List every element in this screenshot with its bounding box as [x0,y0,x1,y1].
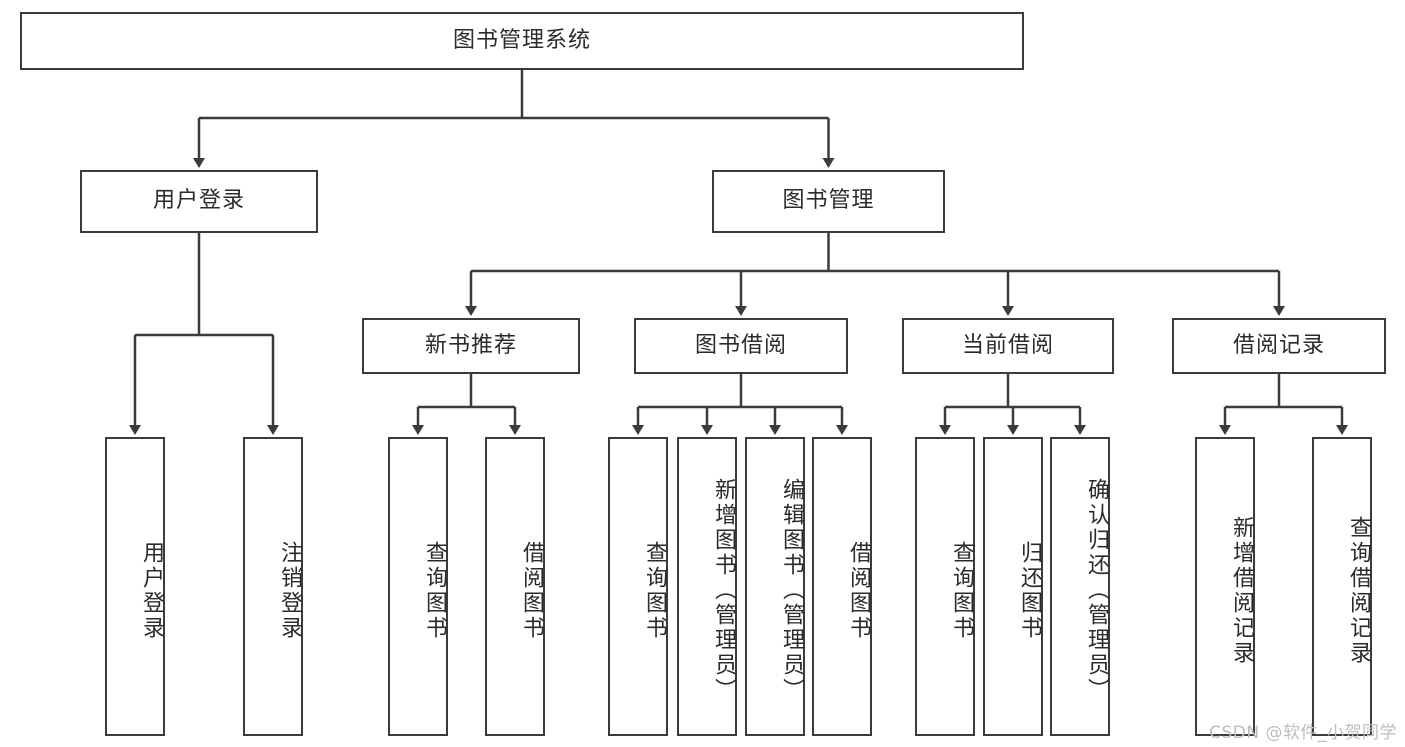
node-label: 借阅图书 [519,540,544,641]
node-leaf-query-book-borrow[interactable]: 查询图书 [608,437,668,736]
watermark-text: CSDN @软件_小贺同学 [1209,723,1397,743]
node-leaf-add-record[interactable]: 新增借阅记录 [1195,437,1255,736]
node-label: 确认归还（管理员） [1084,478,1109,703]
node-current-borrow[interactable]: 当前借阅 [902,318,1114,374]
node-leaf-borrow-book[interactable]: 借阅图书 [812,437,872,736]
node-label: 新增图书（管理员） [711,478,736,703]
node-new-book-rec[interactable]: 新书推荐 [362,318,580,374]
node-leaf-add-book[interactable]: 新增图书（管理员） [677,437,737,736]
node-label: 图书管理 [782,188,875,214]
node-label: 图书借阅 [694,332,787,358]
node-book-manage[interactable]: 图书管理 [712,170,945,233]
node-label: 注销登录 [277,540,302,641]
node-leaf-confirm-return[interactable]: 确认归还（管理员） [1050,437,1110,736]
node-leaf-edit-book[interactable]: 编辑图书（管理员） [745,437,805,736]
node-borrow-record[interactable]: 借阅记录 [1172,318,1386,374]
node-label: 新增借阅记录 [1229,515,1254,666]
node-label: 当前借阅 [961,332,1054,358]
node-leaf-query-book-rec[interactable]: 查询图书 [388,437,448,736]
node-leaf-query-record[interactable]: 查询借阅记录 [1312,437,1372,736]
node-label: 查询借阅记录 [1346,515,1371,666]
node-label: 查询图书 [642,540,667,641]
node-label: 用户登录 [152,188,245,214]
node-label: 借阅图书 [846,540,871,641]
node-leaf-return-book[interactable]: 归还图书 [983,437,1043,736]
node-label: 查询图书 [422,540,447,641]
node-leaf-borrow-book-rec[interactable]: 借阅图书 [485,437,545,736]
node-label: 新书推荐 [424,332,517,358]
node-label: 借阅记录 [1232,332,1325,358]
node-label: 归还图书 [1017,540,1042,641]
node-label: 编辑图书（管理员） [779,478,804,703]
node-leaf-logout[interactable]: 注销登录 [243,437,303,736]
node-user-login[interactable]: 用户登录 [80,170,318,233]
node-leaf-query-book-cur[interactable]: 查询图书 [915,437,975,736]
node-book-borrow[interactable]: 图书借阅 [634,318,848,374]
node-leaf-user-login[interactable]: 用户登录 [105,437,165,736]
node-label: 用户登录 [139,540,164,641]
node-root[interactable]: 图书管理系统 [20,12,1024,70]
node-label: 图书管理系统 [452,27,591,53]
node-label: 查询图书 [949,540,974,641]
